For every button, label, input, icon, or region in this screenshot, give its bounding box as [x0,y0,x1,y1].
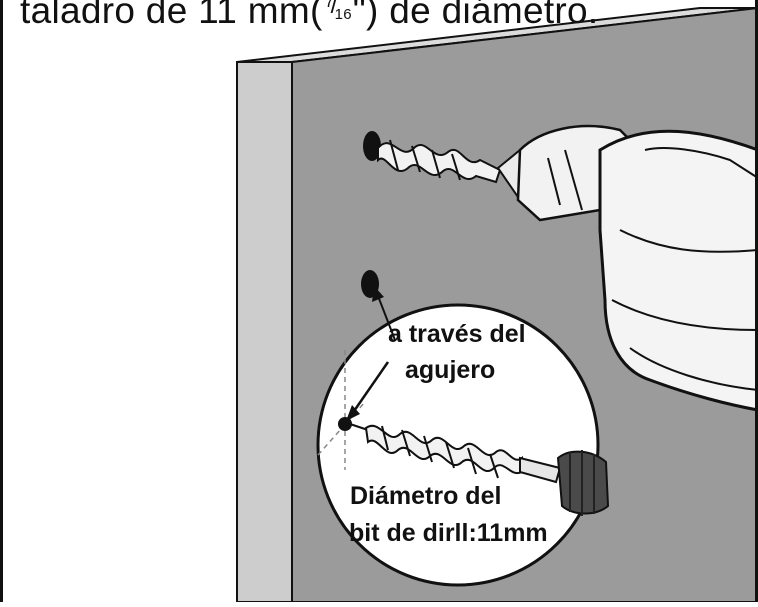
wall-top [236,7,758,63]
instruction-suffix: ") de diámetro. [352,0,599,31]
wall-edge [236,61,293,603]
frame-left-border [0,0,3,602]
fraction-seven-sixteenths: 7/16 [323,0,353,23]
inset-arrowhead [346,405,360,421]
callout-diameter-line1: Diámetro del [350,482,502,510]
instruction-text: taladro de 11 mm(7/16") de diámetro. [20,0,599,32]
frame-right-border [755,0,758,602]
power-drill [496,124,758,412]
instruction-prefix: taladro de 11 mm( [20,0,323,31]
inset-drill-bit [349,423,610,516]
fraction-slash: / [330,0,338,19]
inset-arrow-line [350,361,390,415]
guide-line-diagonal [317,401,366,456]
callout-through-line1: a través del [388,320,526,348]
drill-bit-upper [363,131,502,184]
callout-diameter-line2: bit de dirll:11mm [349,519,548,547]
pointer-line [377,295,396,341]
magnified-inset [316,303,600,587]
inset-hole-dot [338,417,352,431]
fraction-numerator: 7 [324,0,335,11]
fraction-denominator: 16 [334,6,352,23]
callout-through-line2: agujero [405,356,496,384]
pointer-arrowhead [372,286,384,302]
